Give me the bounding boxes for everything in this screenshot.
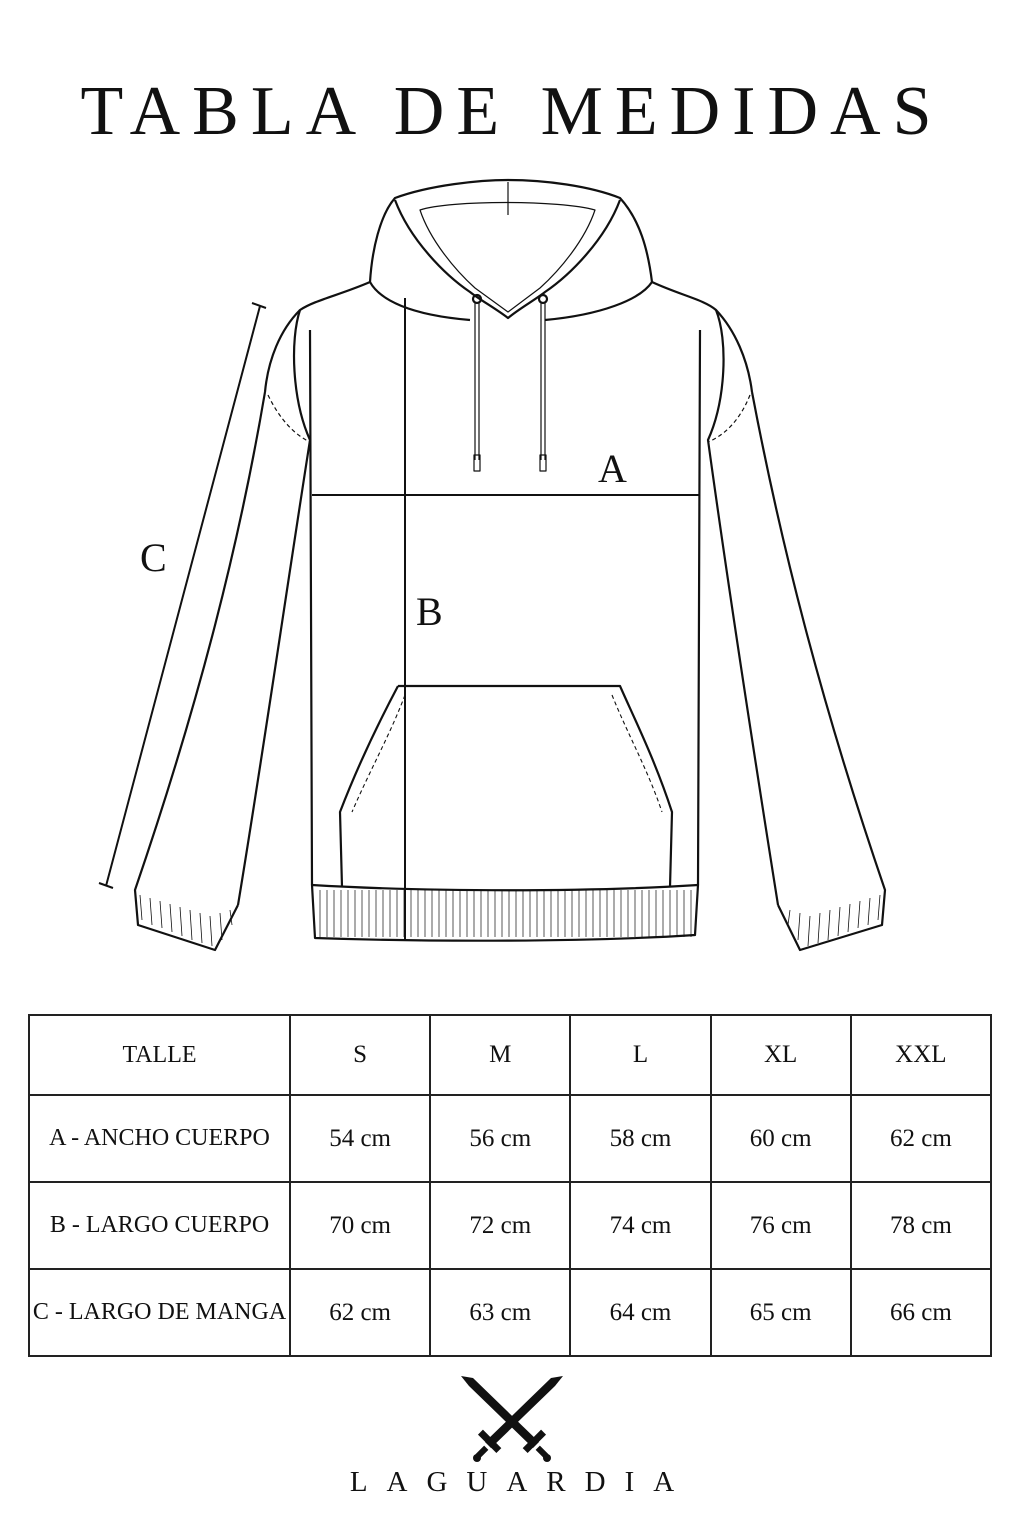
table-cell: 78 cm [849,1181,993,1270]
table-row: C - LARGO DE MANGA 62 cm 63 cm 64 cm 65 … [28,1268,993,1357]
hem-ribbing [319,890,692,937]
table-cell: 56 cm [429,1094,572,1183]
page-title: TABLA DE MEDIDAS [80,73,944,150]
crossed-swords-icon [461,1376,563,1462]
hoodie-diagram [98,178,887,952]
header-cell: XL [709,1014,852,1096]
table-cell: 70 cm [288,1181,432,1270]
table-cell: 74 cm [569,1181,712,1270]
table-row: B - LARGO CUERPO 70 cm 72 cm 74 cm 76 cm… [28,1181,993,1270]
table-cell: 62 cm [849,1094,993,1183]
header-cell: S [288,1014,432,1096]
row-label: B - LARGO CUERPO [28,1181,291,1270]
table-cell: 54 cm [288,1094,432,1183]
header-cell: XXL [849,1014,993,1096]
header-cell: L [569,1014,712,1096]
table-cell: 66 cm [849,1268,993,1357]
brand-name: LAGUARDIA [349,1466,694,1498]
table-cell: 72 cm [429,1181,572,1270]
row-label: C - LARGO DE MANGA [28,1268,291,1357]
table-cell: 60 cm [709,1094,852,1183]
table-header-row: TALLE S M L XL XXL [28,1014,993,1096]
table-cell: 62 cm [288,1268,432,1357]
table-row: A - ANCHO CUERPO 54 cm 56 cm 58 cm 60 cm… [28,1094,993,1183]
header-cell: TALLE [28,1014,291,1096]
label-b: B [416,589,443,634]
table-cell: 65 cm [709,1268,852,1357]
size-table: TALLE S M L XL XXL A - ANCHO CUERPO 54 c… [28,1014,993,1357]
table-cell: 63 cm [429,1268,572,1357]
label-a: A [598,446,627,491]
label-c: C [140,535,167,580]
table-cell: 64 cm [569,1268,712,1357]
header-cell: M [429,1014,572,1096]
row-label: A - ANCHO CUERPO [28,1094,291,1183]
table-cell: 76 cm [709,1181,852,1270]
table-cell: 58 cm [569,1094,712,1183]
